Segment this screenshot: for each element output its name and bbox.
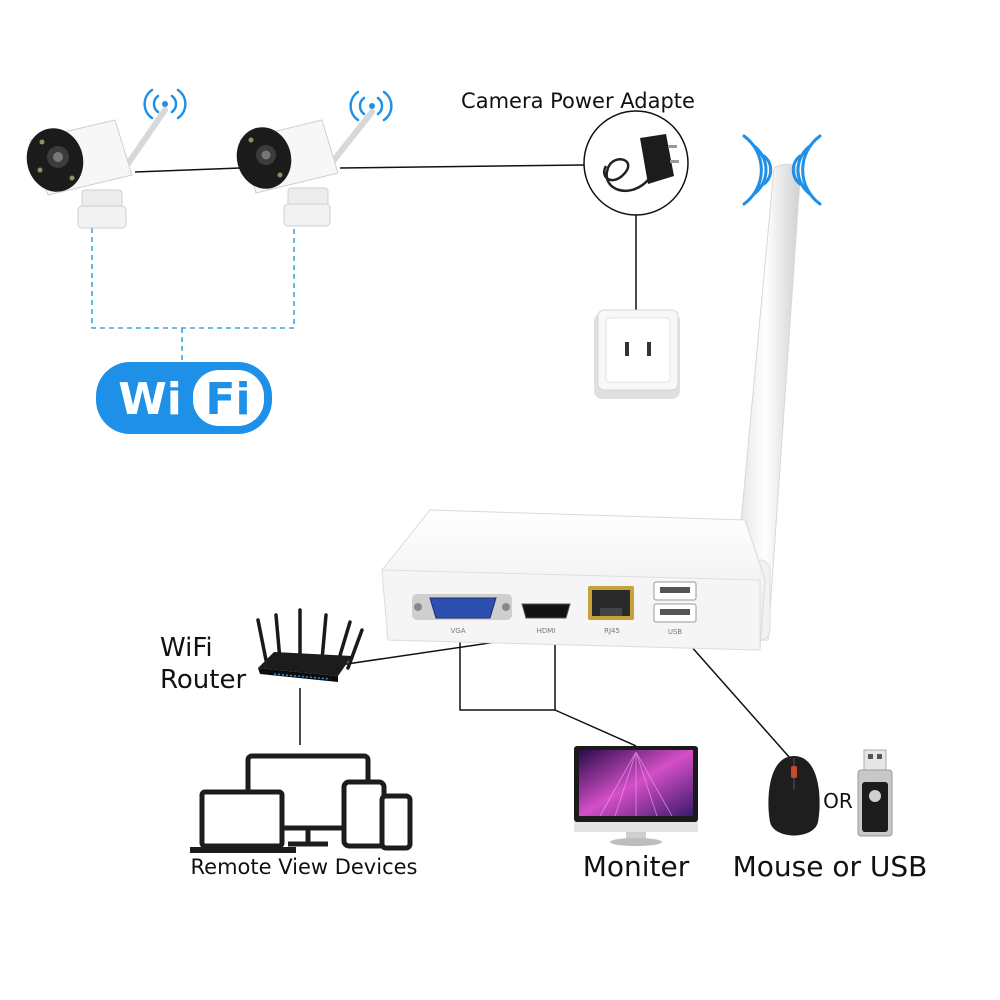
wifi-router-label-line2: Router: [160, 665, 246, 695]
laptop-icon: [190, 789, 296, 853]
monitor-icon: [574, 746, 698, 846]
hdmi-port[interactable]: HDMI: [521, 603, 571, 635]
camera-1: [26, 101, 168, 229]
mouse-icon: [768, 756, 820, 836]
wifi-badge-icon: Wi Fi: [96, 362, 272, 434]
usb-ports[interactable]: USB: [653, 581, 697, 636]
phone-icon: [379, 793, 413, 851]
usb-drive-icon: [857, 749, 893, 837]
wifi-router-label-line1: WiFi: [160, 633, 213, 663]
router-icon: [256, 608, 364, 682]
remote-view-devices: [190, 753, 413, 853]
wifi-signal-icon: [143, 88, 187, 120]
power-adapter-label: Camera Power Adapte: [461, 89, 695, 113]
wifi-signal-icon: [742, 134, 822, 206]
wall-socket-icon: [594, 309, 680, 399]
monitor-label: Moniter: [583, 850, 690, 883]
wifi-dashed-link: [91, 218, 295, 362]
rj45-port-label: RJ45: [604, 627, 620, 635]
remote-view-devices-label: Remote View Devices: [191, 855, 418, 879]
rj45-port[interactable]: RJ45: [588, 586, 634, 635]
tablet-icon: [341, 779, 387, 849]
vga-port-label: VGA: [450, 627, 465, 635]
nvr-box: [381, 509, 766, 651]
camera-to-adapter-line: [339, 164, 585, 169]
camera-link-line: [134, 167, 241, 173]
monitor-feed-line: [554, 709, 637, 747]
mouse-or-usb-label: Mouse or USB: [733, 850, 928, 883]
power-adapter-icon: [583, 110, 689, 216]
vga-port[interactable]: VGA: [412, 594, 512, 635]
usb-to-mouse-line: [689, 644, 791, 759]
wifi-badge-left-text: Wi: [118, 374, 182, 425]
or-label: OR: [823, 789, 853, 813]
hdmi-to-monitor-line: [459, 640, 556, 711]
hdmi-port-label: HDMI: [537, 627, 556, 635]
wifi-badge-right-text: Fi: [205, 374, 250, 425]
camera-2: [236, 103, 375, 227]
usb-port-label: USB: [668, 628, 683, 636]
wifi-signal-icon: [349, 90, 393, 122]
